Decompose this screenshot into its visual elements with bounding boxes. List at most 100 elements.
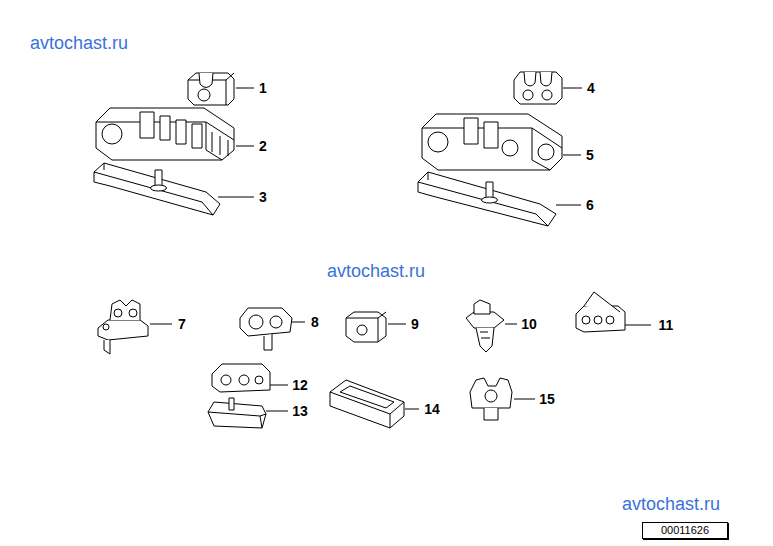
sleeve-body (330, 380, 404, 428)
clip-part (346, 312, 386, 342)
clip-pin (104, 340, 110, 354)
clip-part (470, 378, 512, 420)
clip-edge (346, 312, 386, 342)
clip-body (188, 73, 234, 105)
plate-edge (94, 163, 213, 215)
clip-hole (523, 90, 533, 100)
clip-hole (582, 316, 590, 324)
callout-number: 9 (411, 317, 419, 331)
clip-hole (221, 375, 231, 385)
plate-body (208, 402, 266, 428)
callout-number: 4 (587, 81, 595, 95)
clip-hole (114, 309, 122, 317)
leader-line (270, 385, 288, 386)
clip-part (240, 308, 292, 350)
clip-plate (208, 398, 266, 428)
leader-line (150, 324, 172, 325)
watermark: avtochast.ru (622, 495, 720, 513)
clip-top (110, 300, 140, 320)
leader-line (218, 197, 254, 198)
holder-slot (464, 118, 478, 144)
clip-dot (103, 324, 109, 330)
leader-line (388, 324, 406, 325)
clip-hole (485, 390, 497, 402)
plate-body (418, 172, 556, 226)
callout-number: 7 (178, 317, 186, 331)
watermark: avtochast.ru (327, 262, 425, 280)
plate-edge (418, 172, 548, 226)
holder-slot (192, 124, 202, 148)
plate-pin (229, 398, 234, 410)
clip-lid (584, 292, 620, 312)
clip-edge (188, 73, 234, 105)
watermark: avtochast.ru (30, 34, 128, 52)
clip-part (188, 73, 234, 105)
clip-body (240, 308, 292, 336)
clip-part (212, 364, 270, 392)
leader-line (556, 205, 581, 206)
clip-hole (198, 89, 210, 101)
clip-body (346, 312, 386, 342)
clip-body (470, 378, 512, 408)
clip-hole (606, 316, 614, 324)
callout-number: 10 (521, 317, 537, 331)
holder-hole (102, 124, 122, 144)
holder-hole (502, 140, 518, 156)
leader-line (514, 399, 535, 400)
holder-rib (212, 132, 228, 156)
clip-body (212, 364, 270, 392)
plate-washer (482, 197, 498, 203)
holder-hole (538, 144, 554, 160)
callout-number: 11 (659, 318, 674, 332)
holder-body (422, 114, 562, 170)
clip-hole (594, 316, 602, 324)
clip-hole (239, 375, 249, 385)
plate-edge (208, 412, 266, 428)
rivet-shank (476, 328, 494, 352)
plate-stud (486, 182, 493, 198)
clip-hole (270, 316, 282, 328)
clip-hole (357, 325, 367, 335)
clip-hole (542, 90, 552, 100)
sleeve-part (330, 380, 404, 428)
callout-number: 2 (259, 139, 267, 153)
rivet-cap (474, 300, 490, 314)
holder-slot (140, 112, 154, 138)
callout-number: 5 (586, 148, 594, 162)
holder-hole (428, 132, 448, 152)
holder-body (96, 108, 234, 160)
clip-hole (255, 376, 263, 384)
pipe-holder (96, 108, 234, 160)
leader-line (505, 324, 517, 325)
holder-slot (176, 120, 186, 144)
leader-line (405, 409, 419, 410)
diagram-number: 00011626 (661, 525, 709, 536)
clip-pin (484, 408, 498, 420)
plate-stud (155, 170, 162, 186)
clip-part (576, 292, 625, 332)
leader-line (236, 88, 254, 89)
diagram-number-box: 00011626 (642, 522, 728, 539)
leader-line (625, 325, 651, 326)
callout-number: 13 (292, 404, 308, 418)
callout-number: 3 (259, 190, 267, 204)
clip-slot (199, 73, 213, 88)
callout-number: 12 (292, 378, 308, 392)
holder-slot (160, 116, 170, 140)
base-plate (418, 172, 556, 226)
callout-number: 1 (259, 81, 267, 95)
leader-line (236, 146, 254, 147)
leader-line (563, 88, 582, 89)
sleeve-opening (340, 386, 394, 408)
callout-number: 6 (586, 198, 594, 212)
clip-part (98, 300, 148, 354)
callout-number: 8 (311, 315, 319, 329)
pipe-holder (422, 114, 562, 170)
callout-number: 15 (539, 392, 555, 406)
clip-base (98, 320, 148, 340)
callout-number: 14 (424, 402, 440, 416)
holder-slot (484, 122, 498, 148)
plate-body (94, 163, 220, 215)
rivet-rib (480, 332, 490, 338)
